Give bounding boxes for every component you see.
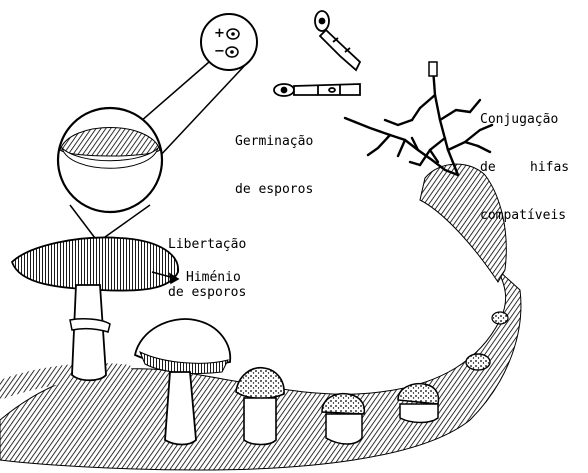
primordium-2 [492,312,508,324]
label-conjugacao-word-hifas: hifas [530,160,580,176]
label-conjugacao-word-de: de [480,160,530,176]
label-germinacao: Germinação de esporos [235,102,313,230]
spore-magnified-circle: + − [201,14,257,70]
label-himenio: Himénio [186,270,241,286]
label-germinacao-line-2: de esporos [235,182,313,198]
spore-minus-symbol: − [214,44,225,59]
hyphae-branches [345,68,492,175]
germinating-spore-upper [315,11,360,70]
label-germinacao-line-1: Germinação [235,134,313,150]
label-libertacao: Libertação de esporos [168,205,246,333]
gill-magnified-circle [58,108,162,212]
label-conjugacao-line-3: compatíveis [480,208,580,224]
primordium-1 [466,354,490,370]
label-conjugacao: Conjugação de hifas compatíveis [480,80,580,256]
label-conjugacao-line-1: Conjugação [480,112,580,128]
germinating-spore-lower [274,84,360,96]
button-mushroom-1 [322,394,364,444]
spore-plus-symbol: + [214,26,225,41]
hyphae-tip [429,62,437,76]
label-conjugacao-line-2: de hifas [480,160,580,176]
label-libertacao-line-2: de esporos [168,285,246,301]
label-libertacao-line-1: Libertação [168,237,246,253]
